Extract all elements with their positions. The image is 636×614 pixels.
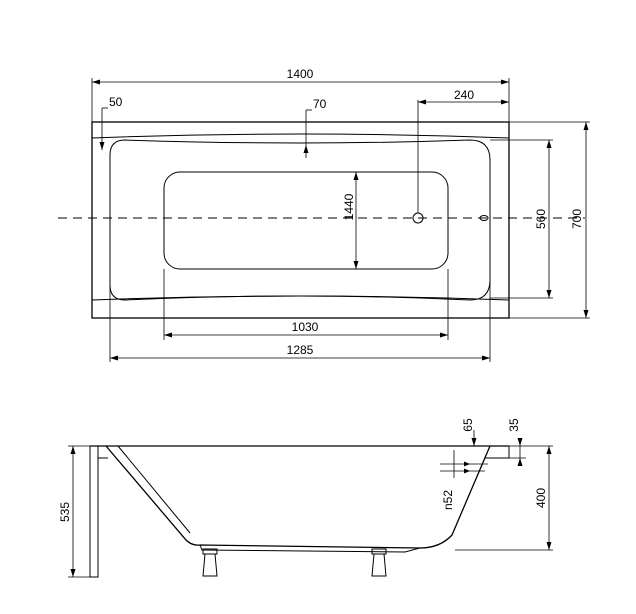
dim-1400: 1400	[287, 67, 314, 81]
basin-outline	[109, 139, 491, 301]
dim-1285: 1285	[287, 343, 314, 357]
dim-1030: 1030	[292, 320, 319, 334]
side-view: 535 400 65 35 n52	[58, 418, 553, 578]
dim-400: 400	[534, 488, 548, 508]
dim-700: 700	[570, 209, 584, 229]
dim-35: 35	[507, 418, 521, 432]
dim-440: 1440	[342, 193, 356, 220]
foot-left	[202, 548, 218, 577]
dim-70: 70	[313, 97, 327, 111]
dim-240: 240	[454, 88, 474, 102]
dim-65: 65	[461, 418, 475, 432]
dim-560: 560	[534, 209, 548, 229]
top-view: 1400 240 50 70 1440 560 7	[58, 67, 590, 362]
rim-top-line	[91, 133, 510, 139]
basin-bottom	[163, 171, 449, 270]
dim-535: 535	[58, 502, 72, 522]
foot-right	[371, 548, 387, 577]
tub-shell-outer	[105, 445, 491, 549]
side-panel	[89, 445, 99, 578]
tub-shell-inner	[117, 445, 191, 534]
dim-50: 50	[109, 95, 123, 109]
tub-outline	[91, 121, 510, 319]
overflow-icon	[479, 215, 489, 221]
dim-n52: n52	[441, 490, 455, 510]
